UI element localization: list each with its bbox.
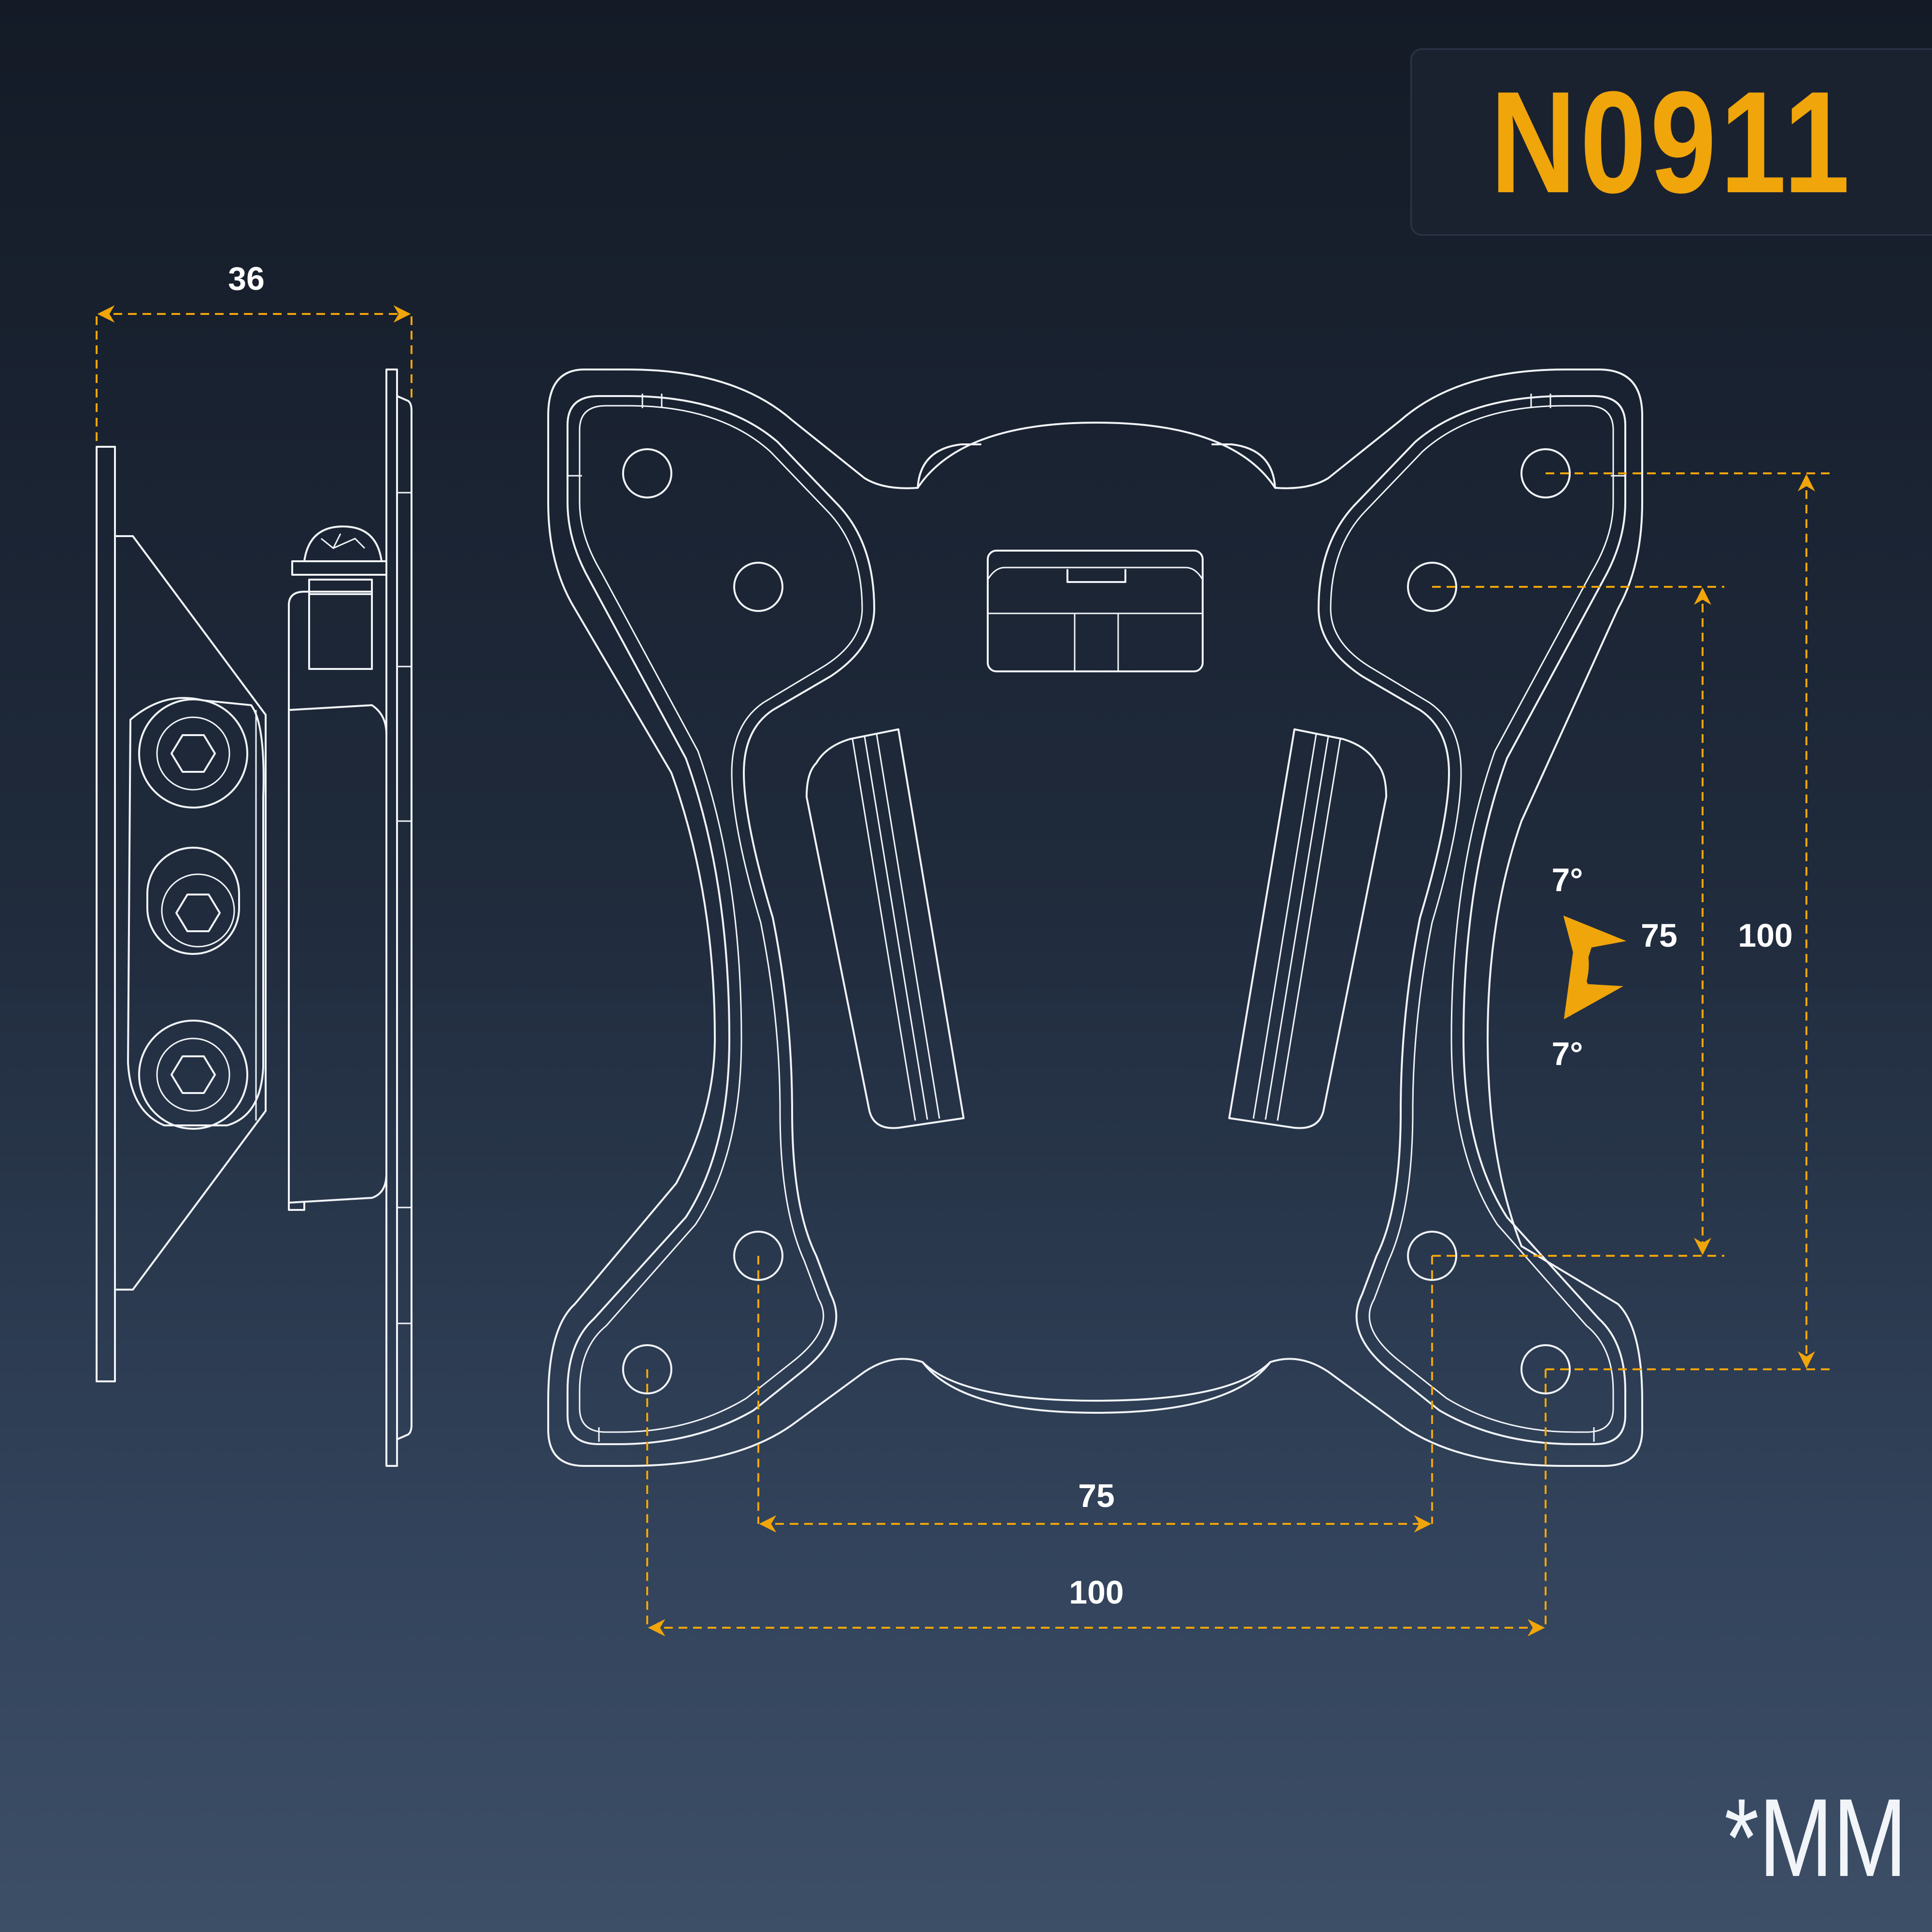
slot-right: [1228, 728, 1387, 1129]
tilt-indicator: 7° 7°: [1551, 862, 1627, 1072]
hex-bolt-bottom: [138, 1020, 248, 1130]
model-number: N0911: [1490, 61, 1854, 223]
vertical-75-label: 75: [1641, 917, 1677, 954]
vesa-holes: [622, 448, 1571, 1394]
tilt-arrow-icon: [1563, 915, 1627, 1020]
top-clip: [987, 550, 1204, 672]
model-badge: N0911: [1410, 48, 1932, 236]
vesa-hole-100-top-right: [1520, 448, 1571, 498]
vesa-hole-100-bottom-left: [622, 1344, 672, 1394]
slot-left: [806, 728, 965, 1129]
vesa-hole-75-top-right: [1407, 562, 1457, 612]
side-view: [96, 369, 412, 1467]
tilt-down-label: 7°: [1551, 1036, 1583, 1072]
dimension-horizontal-100: 100: [646, 1369, 1547, 1636]
side-depth-label: 36: [228, 260, 265, 297]
vertical-100-label: 100: [1738, 917, 1792, 954]
hex-bolt-top: [138, 698, 248, 809]
units-note: *MM: [1724, 1776, 1907, 1900]
vesa-plate-outline: [547, 369, 1643, 1467]
vesa-hole-75-top-left: [733, 562, 783, 612]
dimension-side-depth: 36: [96, 260, 412, 447]
dimension-horizontal-75: 75: [757, 1256, 1433, 1533]
horizontal-100-label: 100: [1069, 1574, 1123, 1611]
dimension-vertical-75: 75: [1432, 586, 1724, 1257]
hex-bolt-middle: [146, 847, 240, 955]
vesa-hole-75-bottom-right: [1407, 1231, 1457, 1281]
front-view: [547, 369, 1643, 1467]
vesa-hole-100-top-left: [622, 448, 672, 498]
vesa-hole-75-bottom-left: [733, 1231, 783, 1281]
horizontal-75-label: 75: [1078, 1477, 1115, 1514]
tilt-up-label: 7°: [1551, 862, 1583, 898]
vesa-hole-100-bottom-right: [1520, 1344, 1571, 1394]
dimension-vertical-100: 100: [1546, 472, 1835, 1370]
